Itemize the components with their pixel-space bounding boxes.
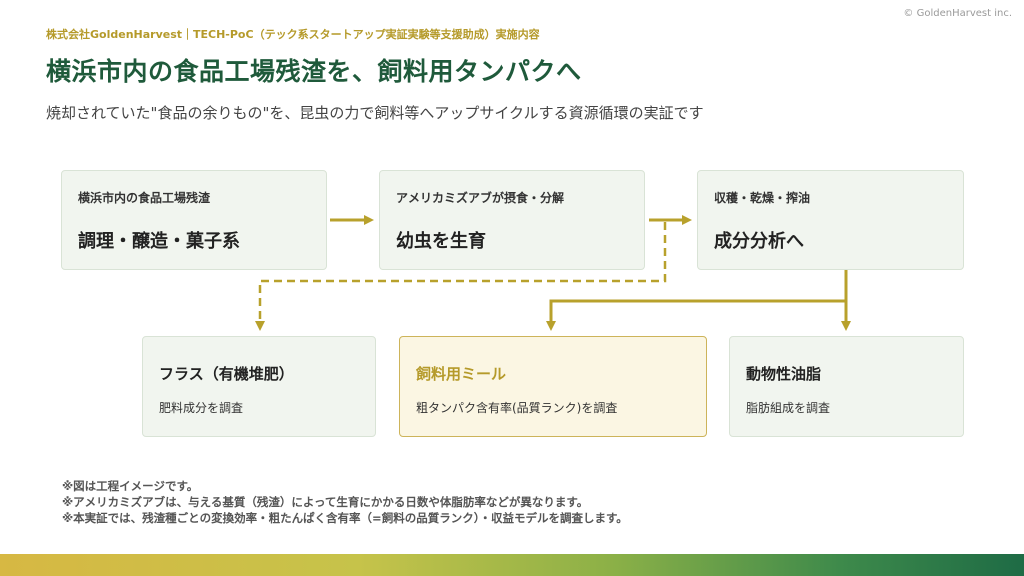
output-box-desc: 粗タンパク含有率(品質ランク)を調査 <box>416 401 618 415</box>
process-box-value: 調理・醸造・菓子系 <box>78 231 240 252</box>
process-box-value: 成分分析へ <box>714 231 804 252</box>
output-box-frass: フラス（有機堆肥） 肥料成分を調査 <box>142 336 376 437</box>
output-box-desc: 脂肪組成を調査 <box>746 401 831 415</box>
process-box-label: 横浜市内の食品工場残渣 <box>78 191 211 205</box>
output-box-name: 動物性油脂 <box>746 365 822 383</box>
header-kicker: 株式会社GoldenHarvest｜TECH-PoC（テック系スタートアップ実証… <box>46 28 540 41</box>
footnote: ※本実証では、残渣種ごとの変換効率・粗たんぱく含有率（=飼料の品質ランク）・収益… <box>62 511 628 525</box>
bottom-gradient-bar <box>0 554 1024 576</box>
process-box-value: 幼虫を生育 <box>396 231 486 252</box>
page-subtitle: 焼却されていた"食品の余りもの"を、昆虫の力で飼料等へアップサイクルする資源循環… <box>46 104 704 122</box>
process-box-label: アメリカミズアブが摂食・分解 <box>396 191 565 205</box>
process-box-harvest: 収穫・乾燥・搾油 成分分析へ <box>697 170 964 270</box>
footnote: ※図は工程イメージです。 <box>62 479 199 493</box>
output-box-animal-fat: 動物性油脂 脂肪組成を調査 <box>729 336 964 437</box>
output-box-name: 飼料用ミール <box>416 365 507 383</box>
footnote: ※アメリカミズアブは、与える基質（残渣）によって生育にかかる日数や体脂肪率などが… <box>62 495 589 509</box>
process-box-larvae: アメリカミズアブが摂食・分解 幼虫を生育 <box>379 170 645 270</box>
process-box-label: 収穫・乾燥・搾油 <box>714 191 811 205</box>
arrow-to-feed-meal <box>546 270 848 331</box>
output-box-desc: 肥料成分を調査 <box>159 401 244 415</box>
page-title: 横浜市内の食品工場残渣を、飼料用タンパクへ <box>46 57 582 86</box>
footnotes: ※図は工程イメージです。 ※アメリカミズアブは、与える基質（残渣）によって生育に… <box>62 478 628 526</box>
output-box-feed-meal: 飼料用ミール 粗タンパク含有率(品質ランク)を調査 <box>399 336 707 437</box>
process-box-residue: 横浜市内の食品工場残渣 調理・醸造・菓子系 <box>61 170 327 270</box>
copyright: © GoldenHarvest inc. <box>903 8 1012 19</box>
output-box-name: フラス（有機堆肥） <box>159 365 294 383</box>
dashed-arrow-to-frass <box>255 222 667 331</box>
